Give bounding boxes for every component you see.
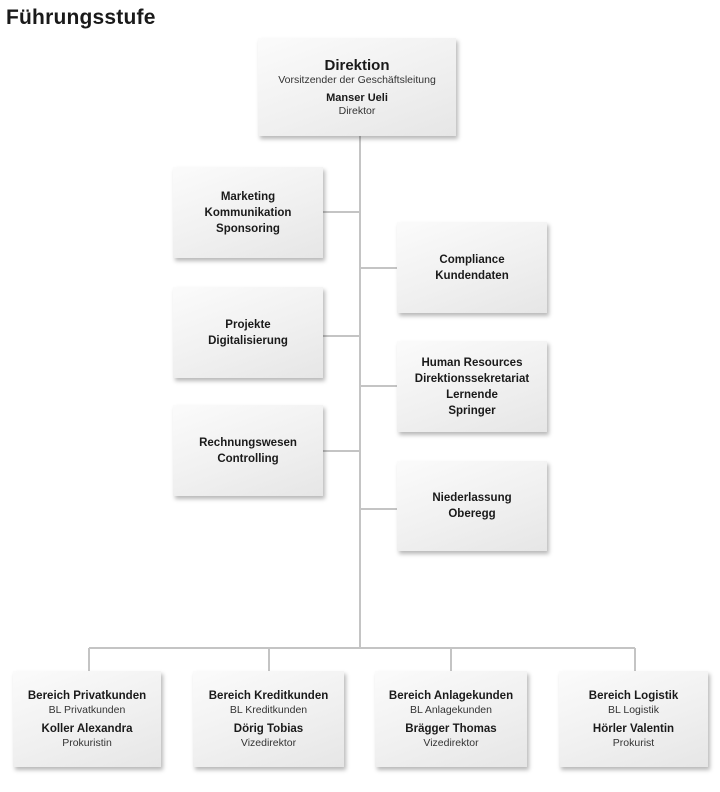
staff-line: Springer (448, 404, 496, 417)
staff-line: Compliance (439, 253, 505, 266)
staff-line: Rechnungswesen (199, 436, 297, 449)
staff-box-marketing: Marketing Kommunikation Sponsoring (173, 167, 323, 258)
staff-box-projekte: Projekte Digitalisierung (173, 287, 323, 378)
bereich-box-privatkunden: Bereich Privatkunden BL Privatkunden Kol… (13, 671, 161, 767)
bereich-box-logistik: Bereich Logistik BL Logistik Hörler Vale… (559, 671, 708, 767)
bereich-role: Vizedirektor (240, 737, 297, 749)
staff-line: Kommunikation (204, 206, 292, 219)
bereich-title: Bereich Logistik (588, 690, 679, 702)
direktion-person: Manser Ueli (326, 91, 388, 104)
bereich-role: Prokuristin (62, 737, 112, 749)
staff-box-human-resources: Human Resources Direktionssekretariat Le… (397, 341, 547, 432)
bereich-title: Bereich Kreditkunden (208, 690, 329, 702)
staff-line: Digitalisierung (208, 334, 288, 347)
direktion-title: Direktion (324, 56, 390, 74)
staff-line: Oberegg (448, 508, 496, 520)
staff-line: Marketing (220, 190, 276, 203)
bereich-title: Bereich Anlagekunden (388, 690, 514, 702)
staff-line: Human Resources (421, 356, 523, 369)
staff-line: Sponsoring (216, 222, 280, 235)
bereich-person: Hörler Valentin (592, 723, 675, 735)
staff-line: Controlling (217, 452, 279, 465)
bereich-unit: BL Logistik (608, 704, 659, 716)
staff-line: Direktionssekretariat (414, 372, 530, 385)
bereich-box-kreditkunden: Bereich Kreditkunden BL Kreditkunden Dör… (193, 671, 344, 767)
bereich-role: Vizedirektor (423, 737, 479, 749)
page-title: Führungsstufe (6, 6, 156, 29)
bereich-person: Koller Alexandra (41, 723, 133, 735)
staff-box-compliance: Compliance Kundendaten (397, 222, 547, 313)
staff-line: Niederlassung (432, 492, 512, 504)
direktion-box: Direktion Vorsitzender der Geschäftsleit… (258, 38, 456, 136)
bereich-role: Prokurist (612, 737, 655, 749)
bereich-person: Dörig Tobias (233, 723, 304, 735)
bereich-unit: BL Anlagekunden (410, 704, 492, 716)
bereich-unit: BL Privatkunden (48, 704, 126, 716)
bereich-unit: BL Kreditkunden (229, 704, 308, 716)
staff-line: Projekte (225, 318, 271, 331)
staff-box-niederlassung: Niederlassung Oberegg (397, 461, 547, 551)
bereich-person: Brägger Thomas (405, 723, 497, 735)
direktion-role: Direktor (338, 104, 376, 117)
staff-line: Kundendaten (435, 269, 509, 282)
bereich-box-anlagekunden: Bereich Anlagekunden BL Anlagekunden Brä… (375, 671, 527, 767)
direktion-subtitle: Vorsitzender der Geschäftsleitung (278, 73, 436, 86)
staff-box-rechnungswesen: Rechnungswesen Controlling (173, 405, 323, 496)
bereich-title: Bereich Privatkunden (27, 690, 147, 702)
staff-line: Lernende (446, 388, 498, 401)
